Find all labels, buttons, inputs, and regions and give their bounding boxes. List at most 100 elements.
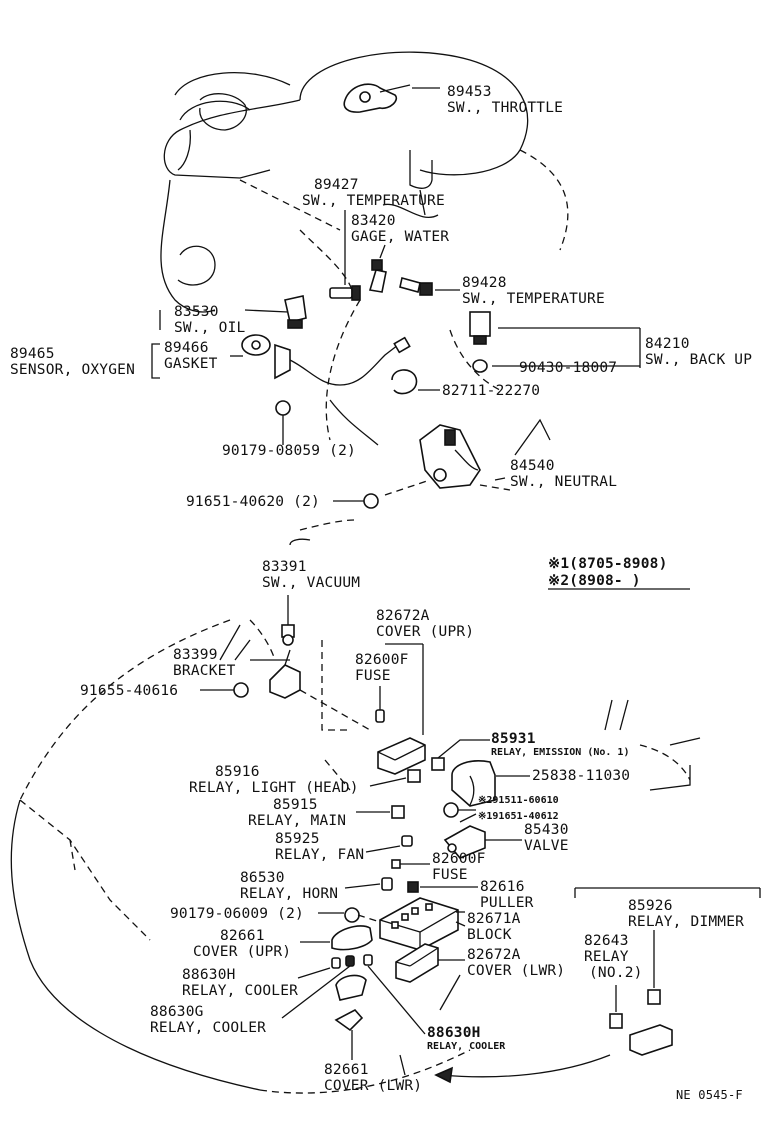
part-number: 88630H bbox=[427, 1025, 481, 1041]
clamp-icon bbox=[391, 369, 418, 395]
leader-lines-upper bbox=[151, 87, 641, 502]
part-name: RELAY, COOLER bbox=[427, 1041, 506, 1052]
part-number: 89453 bbox=[447, 84, 492, 100]
temperature-switch-icon bbox=[329, 210, 361, 301]
vacuum-cover-icon bbox=[451, 760, 530, 807]
part-number: 86530 bbox=[240, 870, 285, 886]
bolt-icon bbox=[275, 400, 291, 445]
throttle-switch-icon bbox=[343, 83, 411, 113]
puller-icon bbox=[407, 881, 419, 893]
part-number: 83420 bbox=[351, 213, 396, 229]
fuse-b-icon bbox=[391, 859, 401, 869]
label-91511: ※291511-60610 bbox=[478, 795, 559, 806]
part-name: SW., TEMPERATURE bbox=[462, 291, 605, 307]
part-name: RELAY, EMISSION (No. 1) bbox=[491, 747, 629, 758]
label-85916: 85916 RELAY, LIGHT (HEAD) bbox=[189, 764, 358, 796]
part-number: 85926 bbox=[628, 898, 673, 914]
part-number: 85916 bbox=[215, 764, 260, 780]
part-number: 82661 bbox=[220, 928, 265, 944]
label-82661-lower: 82661 COVER (LWR) bbox=[324, 1062, 422, 1094]
part-name: RELAY, DIMMER bbox=[628, 914, 744, 930]
part-number: 82672A bbox=[376, 608, 430, 624]
part-name: VALVE bbox=[524, 838, 569, 854]
part-name: BRACKET bbox=[173, 663, 236, 679]
label-89453: 89453 SW., THROTTLE bbox=[447, 84, 563, 116]
label-85915: 85915 RELAY, MAIN bbox=[248, 797, 346, 829]
label-83530: 83530 SW., OIL bbox=[174, 304, 246, 336]
label-25838: 25838-11030 bbox=[532, 768, 630, 784]
label-82672a-upper: 82672A COVER (UPR) bbox=[376, 608, 474, 640]
relay-block-icon bbox=[379, 897, 466, 951]
part-name: COVER (LWR) bbox=[467, 963, 565, 979]
part-number: 82671A bbox=[467, 911, 521, 927]
part-number: 82672A bbox=[467, 947, 521, 963]
valve-icon bbox=[443, 825, 522, 859]
part-number: 84540 bbox=[510, 458, 555, 474]
water-gage-icon bbox=[368, 244, 387, 293]
lower-outline bbox=[10, 519, 701, 1094]
label-91655: 91655-40616 bbox=[80, 683, 178, 699]
label-82661-upper: 82661 COVER (UPR) bbox=[193, 928, 291, 960]
label-88630h-2: 88630H RELAY, COOLER bbox=[427, 1025, 506, 1052]
part-name: GASKET bbox=[164, 356, 218, 372]
engine-outline bbox=[159, 51, 569, 441]
part-number: 82600F bbox=[355, 652, 409, 668]
label-82600f-a: 82600F FUSE bbox=[355, 652, 409, 684]
part-number: 89427 bbox=[314, 177, 359, 193]
note-1: ※1(8705-8908) bbox=[548, 556, 668, 572]
label-86530: 86530 RELAY, HORN bbox=[240, 870, 338, 902]
part-name: COVER (LWR) bbox=[324, 1078, 422, 1094]
label-89427: 89427 SW., TEMPERATURE bbox=[302, 177, 445, 209]
oil-switch-icon bbox=[244, 295, 307, 329]
relay-horn-icon bbox=[381, 877, 393, 891]
cover-upper-icon bbox=[377, 737, 426, 775]
part-number: 89466 bbox=[164, 340, 209, 356]
bolt-b-icon bbox=[363, 493, 379, 509]
temperature-switch-2-icon bbox=[399, 277, 433, 296]
neutral-switch-icon bbox=[384, 424, 511, 496]
label-83399: 83399 BRACKET bbox=[173, 647, 236, 679]
dimmer-relay-group bbox=[399, 887, 761, 1084]
part-name: SW., OIL bbox=[174, 320, 246, 336]
label-83420: 83420 GAGE, WATER bbox=[351, 213, 449, 245]
label-82643: 82643 RELAY (NO.2) bbox=[584, 933, 642, 981]
label-91651-a: 91651-40620 (2) bbox=[186, 494, 320, 510]
cover-lower-icon bbox=[395, 943, 465, 1011]
label-85926: 85926 RELAY, DIMMER bbox=[628, 898, 744, 930]
part-number: 83391 bbox=[262, 559, 307, 575]
label-84540: 84540 SW., NEUTRAL bbox=[510, 458, 617, 490]
label-85925: 85925 RELAY, FAN bbox=[275, 831, 364, 863]
label-90179-a: 90179-08059 (2) bbox=[222, 443, 356, 459]
label-90430: 90430-18007 bbox=[519, 360, 617, 376]
part-name: GAGE, WATER bbox=[351, 229, 449, 245]
label-88630h: 88630H RELAY, COOLER bbox=[182, 967, 298, 999]
part-name: RELAY, FAN bbox=[275, 847, 364, 863]
part-number: 88630H bbox=[182, 967, 236, 983]
part-name: COVER (UPR) bbox=[193, 944, 291, 960]
part-number: 82661 bbox=[324, 1062, 369, 1078]
label-85430: 85430 VALVE bbox=[524, 822, 569, 854]
part-number: 85430 bbox=[524, 822, 569, 838]
part-name: SW., THROTTLE bbox=[447, 100, 563, 116]
label-84210: 84210 SW., BACK UP bbox=[645, 336, 752, 368]
label-90179-b: 90179-06009 (2) bbox=[170, 906, 304, 922]
relay-cooler-icons bbox=[281, 954, 426, 1060]
part-name: RELAY, MAIN bbox=[248, 813, 346, 829]
relay-fan-icon bbox=[401, 835, 413, 847]
part-number: 82643 bbox=[584, 933, 629, 949]
vacuum-switch-icon bbox=[281, 595, 295, 646]
part-number: 85931 bbox=[491, 731, 536, 747]
note-2: ※2(8908- ) bbox=[548, 573, 641, 589]
part-number: 82600F bbox=[432, 851, 486, 867]
label-82616: 82616 PULLER bbox=[480, 879, 533, 911]
part-name: FUSE bbox=[432, 867, 468, 883]
label-83391: 83391 SW., VACUUM bbox=[262, 559, 360, 591]
label-85931: 85931 RELAY, EMISSION (No. 1) bbox=[491, 731, 629, 758]
oxygen-sensor-icon bbox=[241, 334, 411, 386]
part-name: SW., NEUTRAL bbox=[510, 474, 617, 490]
label-89466: 89466 GASKET bbox=[164, 340, 218, 372]
label-82671a: 82671A BLOCK bbox=[467, 911, 521, 943]
part-name: COVER (UPR) bbox=[376, 624, 474, 640]
fuse-icon bbox=[375, 643, 424, 735]
